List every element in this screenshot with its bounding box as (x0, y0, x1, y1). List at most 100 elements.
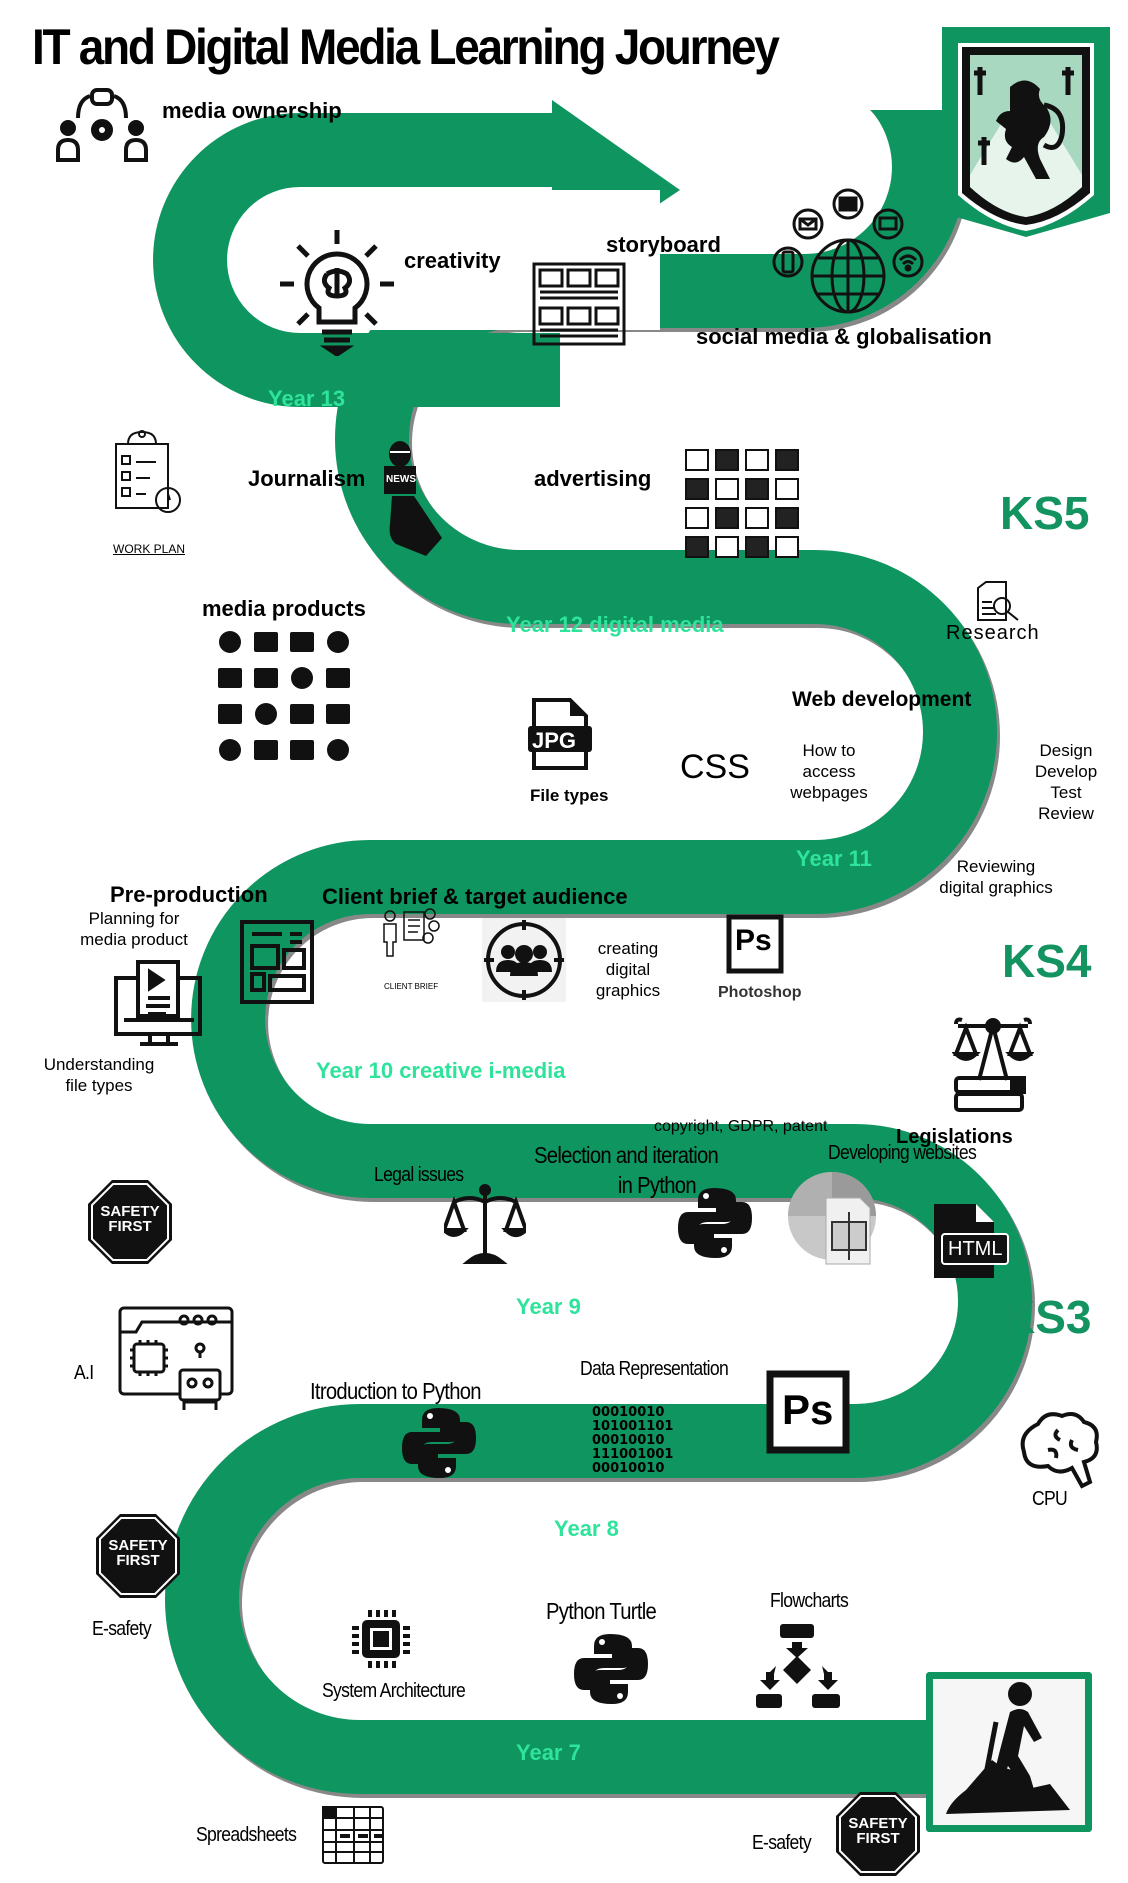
planning-line: Planning for (88, 909, 180, 928)
path-top-arm (153, 113, 560, 407)
year-11-label: Year 11 (796, 846, 872, 871)
media-product-icon (254, 668, 278, 688)
safety-word: FIRST (856, 1830, 900, 1847)
topic-reviewing-graphics: Reviewing digital graphics (932, 856, 1060, 898)
key-stage-ks5: KS5 (1000, 487, 1090, 539)
topic-esafety-1: E-safety (92, 1618, 152, 1640)
binary-row: 00010010 (592, 1405, 665, 1420)
safety-word: FIRST (108, 1218, 152, 1235)
design-cycle-step: Test (1050, 783, 1082, 802)
ad-icon (715, 536, 739, 558)
media-ownership-icon (56, 88, 148, 164)
media-product-icon (219, 631, 241, 653)
safety-word: SAFETY (100, 1203, 160, 1220)
year-10-label: Year 10 creative i-media (316, 1058, 566, 1083)
ad-icon (685, 478, 709, 500)
media-product-icon (218, 704, 242, 724)
cpu-chip-icon (350, 1608, 412, 1670)
topic-flowcharts: Flowcharts (770, 1590, 849, 1612)
media-product-icon (291, 667, 313, 689)
media-product-icon (219, 739, 241, 761)
topic-file-types: File types (530, 786, 609, 805)
topic-copyright: copyright, GDPR, patent (654, 1118, 828, 1135)
ps-badge: Ps (735, 924, 772, 957)
media-product-icon (326, 668, 350, 688)
selection-line: Selection and iteration (534, 1142, 719, 1168)
photoshop-icon: Ps (726, 914, 784, 974)
ad-icon (715, 507, 739, 529)
year-7-label: Year 7 (516, 1740, 581, 1765)
topic-cpu: CPU (1032, 1488, 1068, 1510)
ad-icon (775, 507, 799, 529)
topic-web-development: Web development (792, 688, 972, 711)
spreadsheet-icon (322, 1806, 384, 1864)
news-badge: NEWS (386, 474, 416, 485)
work-plan-clipboard-icon (114, 422, 182, 518)
topic-advertising: advertising (534, 466, 652, 491)
media-product-icon (254, 740, 278, 760)
topic-understanding-file-types: Understanding file types (36, 1054, 162, 1096)
brain-icon (1018, 1410, 1102, 1490)
safety-word: SAFETY (848, 1815, 908, 1832)
target-audience-icon (482, 918, 566, 1002)
media-product-icon (255, 703, 277, 725)
advertising-icons-grid (682, 446, 804, 566)
year-9-label: Year 9 (516, 1294, 581, 1319)
python-logo-icon-y9 (678, 1186, 752, 1260)
social-media-globe-icon (768, 188, 928, 314)
top-mask (0, 0, 1128, 110)
news-microphone-icon: NEWS (382, 440, 444, 558)
topic-esafety-2: E-safety (752, 1832, 812, 1854)
client-brief-icon (380, 908, 440, 958)
layout-template-icon (240, 920, 314, 1004)
python-logo-icon-y8 (402, 1406, 476, 1480)
topic-legal-issues: Legal issues (374, 1164, 464, 1186)
safety-word: SAFETY (108, 1537, 168, 1554)
topic-storyboard: storyboard (606, 232, 721, 257)
topic-creativity: creativity (404, 248, 501, 273)
topic-media-ownership: media ownership (162, 98, 342, 123)
how-to-access-line: access (802, 762, 856, 781)
creating-line: digital (605, 960, 651, 979)
research-document-icon (976, 580, 1020, 622)
python-logo-icon-y7 (574, 1632, 648, 1706)
media-product-icon (327, 739, 349, 761)
ad-icon (775, 478, 799, 500)
topic-photoshop: Photoshop (718, 984, 802, 1001)
media-product-icon (218, 668, 242, 688)
ad-icon (715, 478, 739, 500)
ad-icon (775, 536, 799, 558)
ad-icon (685, 507, 709, 529)
binary-row: 00010010 (592, 1461, 665, 1476)
photoshop-icon-y8: Ps (766, 1370, 850, 1454)
year-8-label: Year 8 (554, 1516, 619, 1541)
jpg-badge: JPG (532, 728, 577, 753)
key-stage-ks3: KS3 (1002, 1291, 1092, 1343)
ad-icon (775, 449, 799, 471)
binary-row: 101001101 (592, 1419, 674, 1434)
year-12-label: Year 12 digital media (506, 612, 724, 637)
selection-line: in Python (617, 1172, 697, 1198)
topic-legislations: Legislations (896, 1126, 1013, 1148)
planning-line: media product (80, 930, 188, 949)
hiker-start-icon (925, 1671, 1093, 1833)
ad-icon (685, 449, 709, 471)
media-product-icon (290, 704, 314, 724)
binary-row: 111001001 (592, 1447, 674, 1462)
media-product-icon (327, 631, 349, 653)
legislation-scales-books-icon (951, 1016, 1035, 1114)
design-cycle-step: Design (1039, 741, 1093, 760)
school-crest-logo (940, 25, 1112, 237)
ad-icon (745, 478, 769, 500)
design-cycle-step: Review (1038, 804, 1094, 823)
topic-system-architecture: System Architecture (322, 1680, 466, 1702)
ad-icon (745, 536, 769, 558)
media-product-icon (254, 632, 278, 652)
media-products-icons-grid (216, 628, 358, 772)
work-plan-caption: WORK PLAN (113, 542, 186, 556)
jpg-file-icon: JPG (526, 698, 594, 770)
topic-data-representation: Data Representation (580, 1358, 729, 1380)
topic-intro-python: Itroduction to Python (310, 1378, 482, 1404)
